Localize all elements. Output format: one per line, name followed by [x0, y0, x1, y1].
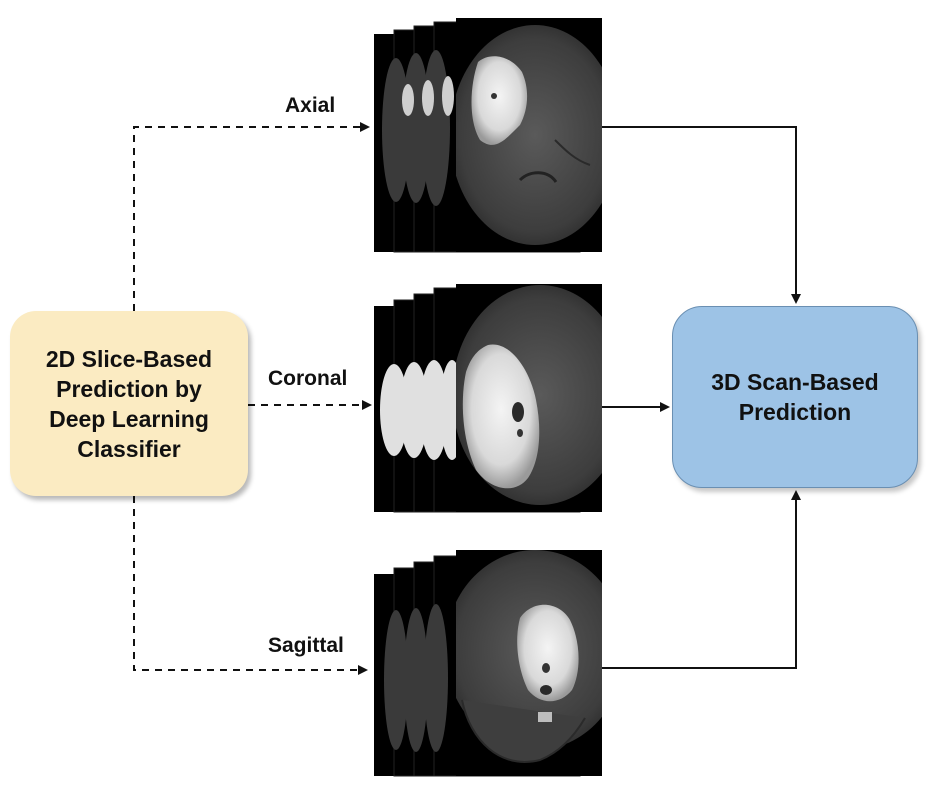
scan-prediction-box: 3D Scan-Based Prediction: [672, 306, 918, 488]
coronal-mri-stack: [374, 284, 602, 513]
target-line-1: 3D Scan-Based: [711, 369, 879, 395]
edge-to-axial: [133, 122, 370, 311]
coronal-label: Coronal: [268, 367, 348, 390]
sagittal-mri-stack: [374, 550, 602, 777]
edge-to-sagittal: [133, 496, 368, 675]
source-line-3: Deep Learning: [49, 405, 209, 432]
dashed-edges: [133, 122, 372, 675]
axial-label: Axial: [285, 94, 336, 117]
edge-sagittal-to-target: [602, 490, 801, 669]
axial-mri-stack: [374, 18, 602, 253]
source-line-4: Classifier: [77, 435, 181, 462]
slice-prediction-box: 2D Slice-Based Prediction by Deep Learni…: [10, 311, 248, 496]
target-line-2: Prediction: [738, 399, 852, 425]
sagittal-label: Sagittal: [268, 634, 344, 657]
source-line-1: 2D Slice-Based: [45, 345, 213, 372]
source-line-2: Prediction by: [56, 375, 202, 402]
solid-edges: [596, 126, 801, 669]
edge-axial-to-target: [596, 126, 801, 304]
